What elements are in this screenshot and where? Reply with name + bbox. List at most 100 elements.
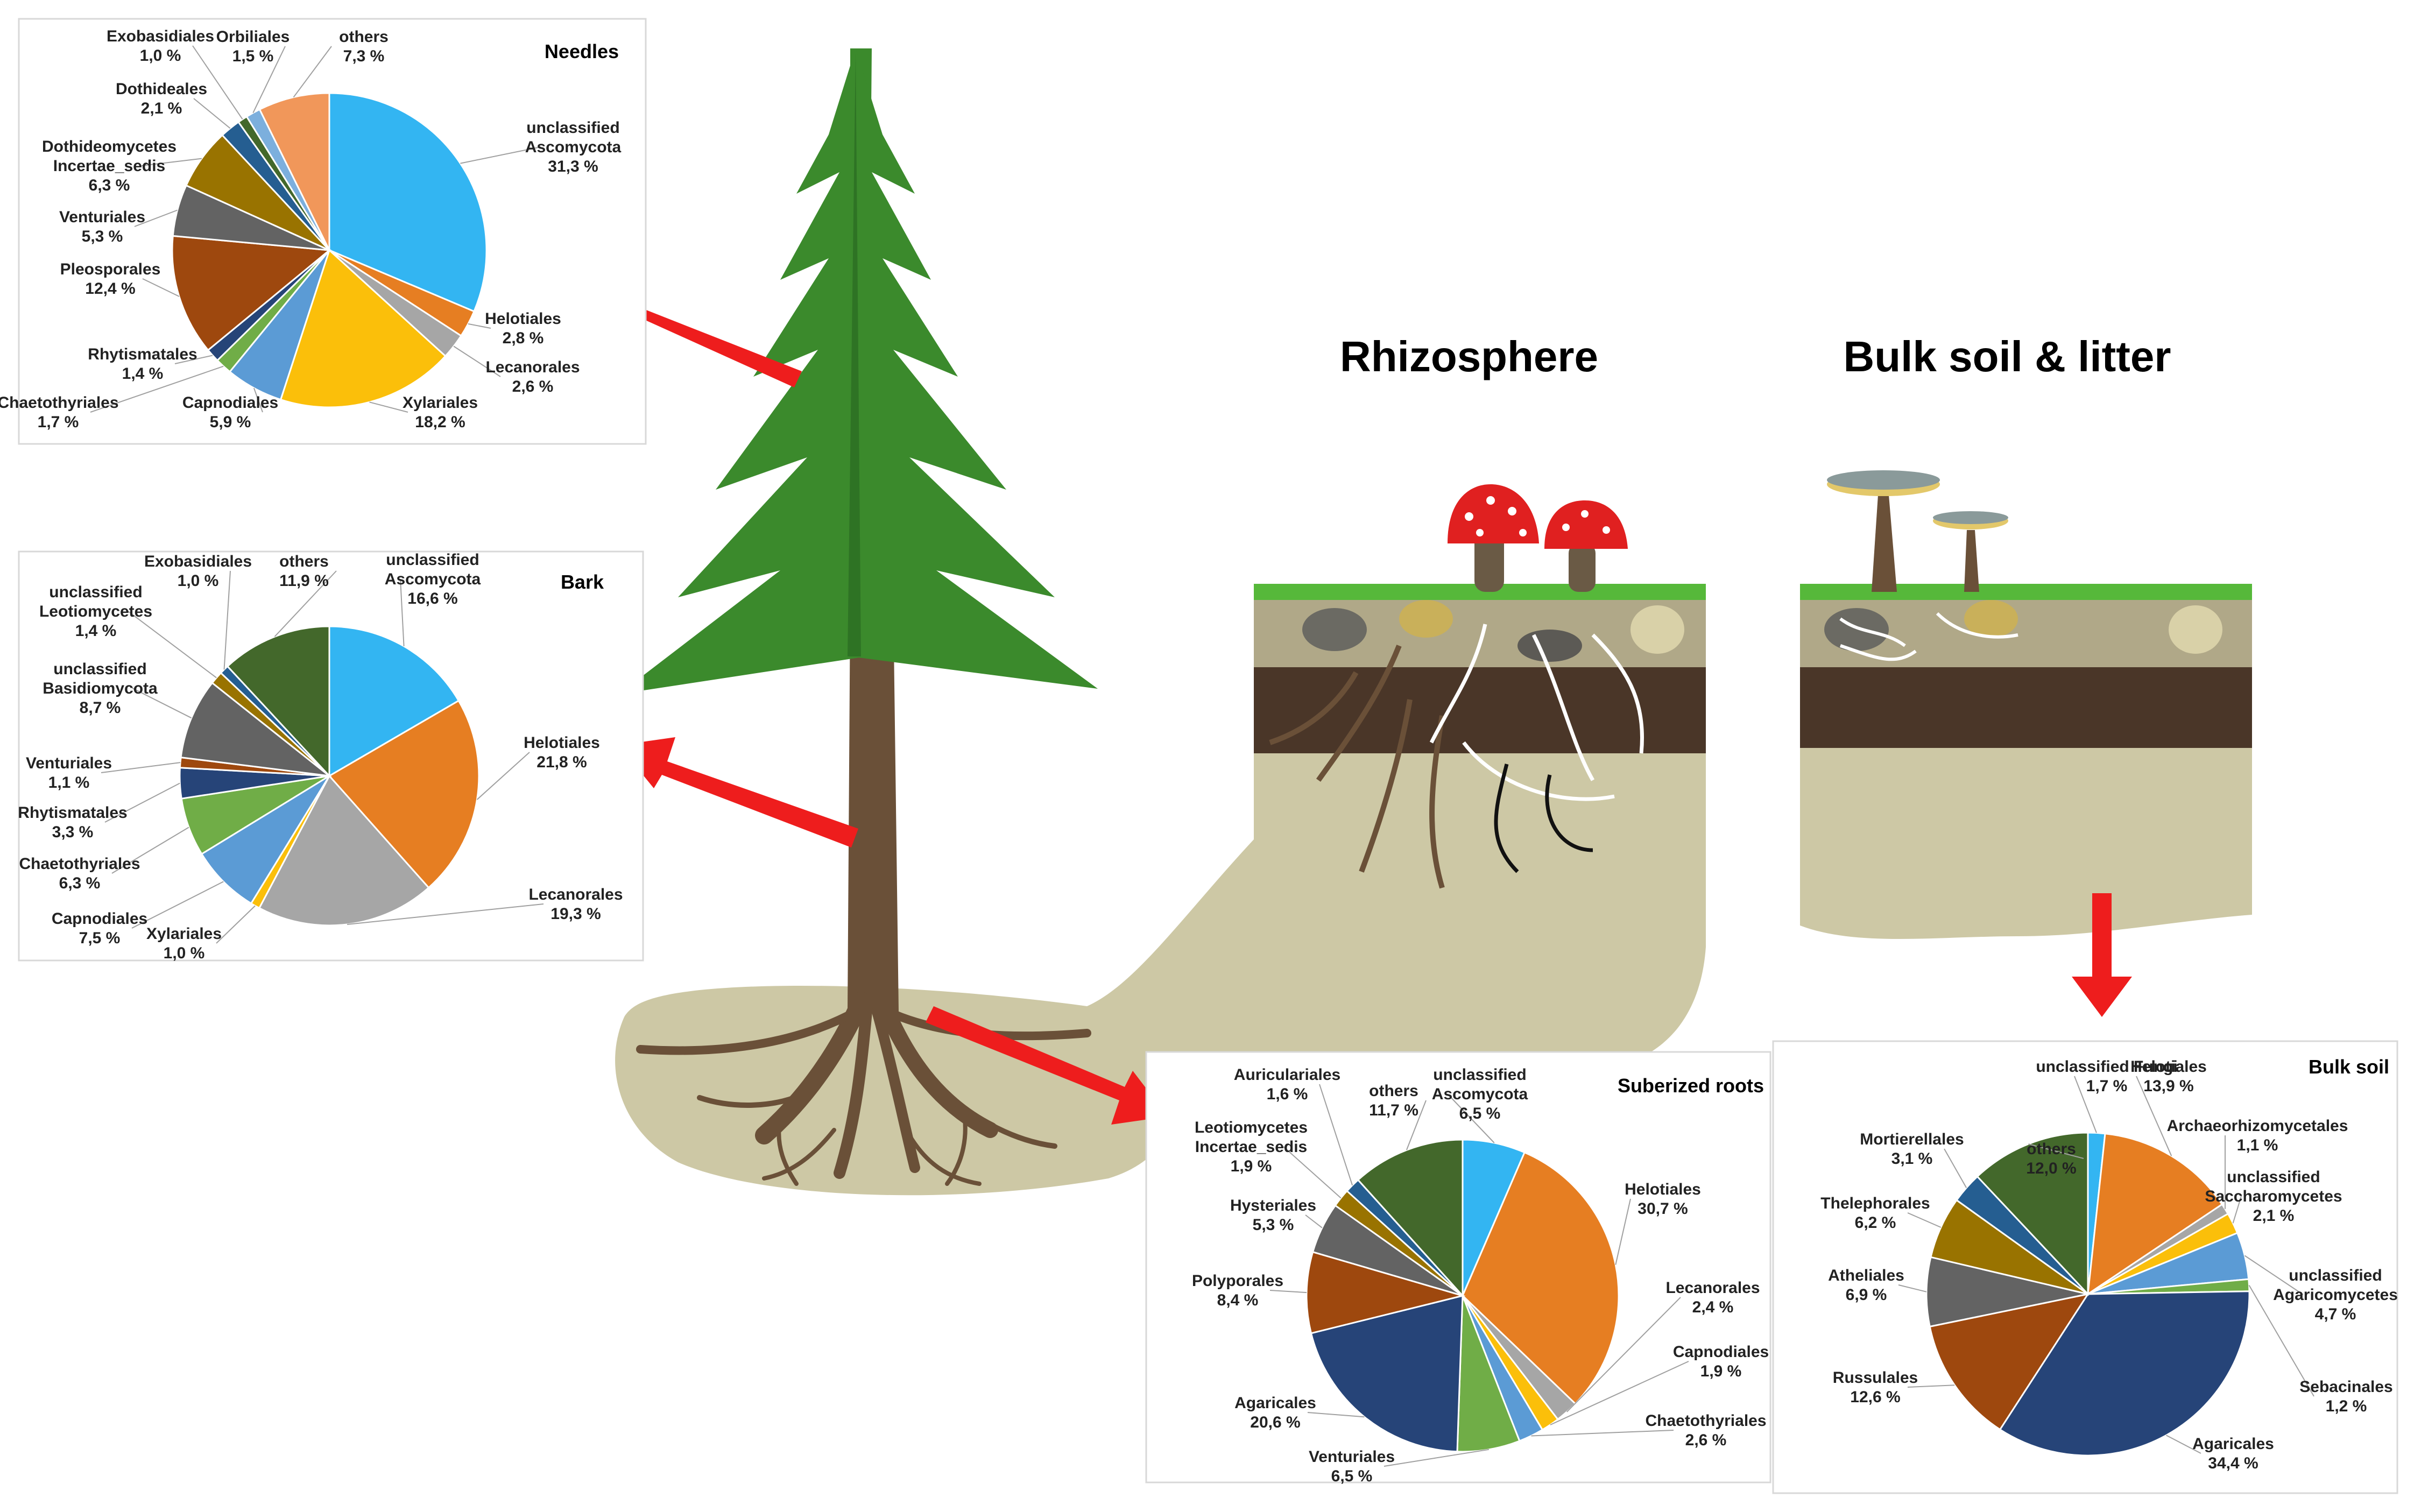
leader-line [460,146,541,164]
heading-bulk-soil-litter: Bulk soil & litter [1844,333,2171,380]
arrow-to-bulk-soil [2072,893,2132,1017]
leader-line [223,570,231,670]
leader-line [131,881,224,929]
pie-slice [1976,1132,2089,1296]
leader-line [252,46,286,114]
tree-trunk [848,603,899,1012]
chart-title: Bark [561,571,604,593]
leader-line [1898,1284,1927,1292]
pie-slice [1357,1139,1464,1298]
leader-line [1907,1212,1942,1228]
leader-line [2136,1076,2172,1156]
pie-slice [1462,1139,1526,1296]
heading-rhizosphere: Rhizosphere [1340,333,1598,380]
leader-line [1944,1148,1967,1188]
leader-line [2074,1076,2097,1133]
pie-slice [1929,1292,2090,1431]
leader-line [101,762,181,773]
pie-slice [1310,1295,1464,1453]
chart-title: Suberized roots [1618,1075,1764,1097]
pie-slice [1999,1290,2250,1457]
arrow-to-bark [619,737,858,847]
leader-line [2166,1435,2201,1454]
leader-line [2248,1284,2314,1397]
leader-line [104,782,180,823]
leader-line [1319,1084,1353,1186]
leader-line [1447,1093,1495,1143]
pie-slice [226,625,330,778]
pie-slice [1925,1256,2088,1328]
pie-slice [1305,1250,1466,1334]
leader-line [1907,1384,1955,1388]
pie-slice [1930,1199,2088,1295]
bulk-soil-block [1800,470,2252,939]
pie-slice [2087,1133,2224,1296]
tree-soil-mound [615,753,1706,1196]
leader-line [1307,1412,1365,1418]
leader-line [216,905,256,944]
leader-line [174,355,213,364]
leader-line [2232,1196,2242,1224]
chart-title: Bulk soil [2309,1056,2389,1078]
leader-line [253,387,263,413]
leader-line [134,209,178,227]
illustration: Rhizosphere Bulk soil & litter [554,48,2252,1196]
leader-line [1531,1430,1674,1437]
leader-line [468,323,491,329]
leader-line [274,570,337,637]
leader-line [2244,1255,2304,1295]
pie-slice [171,235,331,351]
leader-line [476,752,530,800]
leader-line [1566,1297,1681,1412]
pie-slice [1456,1295,1521,1453]
leader-line [1384,1449,1490,1467]
leader-line [192,45,243,120]
rhizosphere-soil-block [1254,484,1706,889]
pie-slice [328,92,488,313]
leader-line [1269,1290,1307,1294]
leader-line [1550,1361,1689,1425]
leader-line [193,98,231,129]
leader-line [1615,1198,1631,1265]
tree-roots [636,992,1091,1186]
